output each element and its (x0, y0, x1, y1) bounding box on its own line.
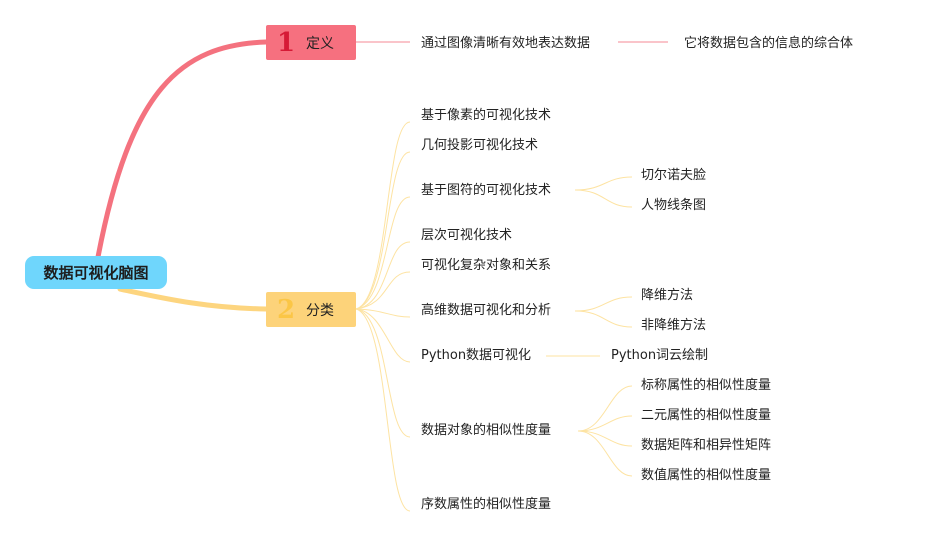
definition-label: 定义 (306, 35, 334, 52)
classification-item[interactable]: 可视化复杂对象和关系 (421, 258, 552, 273)
category-classification[interactable]: 2 分类 (266, 292, 356, 327)
similarity-sub-item[interactable]: 二元属性的相似性度量 (641, 408, 772, 423)
classification-item[interactable]: 高维数据可视化和分析 (421, 303, 552, 318)
connector-icon-sub-2 (574, 189, 633, 208)
connector-icon-sub-1 (574, 176, 633, 191)
classification-number-badge: 2 (276, 294, 296, 325)
category-definition[interactable]: 1 定义 (266, 25, 356, 60)
connector-cls-5 (355, 271, 411, 310)
classification-item[interactable]: 基于图符的可视化技术 (421, 183, 552, 198)
icon-sub-item[interactable]: 人物线条图 (641, 198, 707, 213)
connector-cls-3 (355, 196, 411, 310)
connector-cls-4 (355, 241, 411, 310)
classification-item[interactable]: 层次可视化技术 (421, 228, 513, 243)
connector-sim-sub-1 (577, 385, 633, 432)
connector-cls-7 (355, 308, 411, 363)
classification-item[interactable]: 序数属性的相似性度量 (421, 497, 552, 512)
connector-cls-1 (355, 121, 411, 310)
classification-item[interactable]: Python数据可视化 (421, 348, 532, 363)
root-node[interactable]: 数据可视化脑图 (25, 256, 167, 289)
connector-sim-sub-3 (577, 430, 633, 447)
connector-root-classification (117, 286, 269, 312)
classification-label: 分类 (306, 302, 334, 319)
connector-highdim-sub-1 (574, 296, 633, 312)
root-label: 数据可视化脑图 (43, 264, 149, 282)
classification-item[interactable]: 数据对象的相似性度量 (421, 423, 552, 438)
connector-highdim-sub-2 (574, 310, 633, 328)
definition-item[interactable]: 通过图像清晰有效地表达数据 (421, 36, 591, 51)
similarity-sub-item[interactable]: 数据矩阵和相异性矩阵 (641, 438, 772, 453)
classification-item[interactable]: 几何投影可视化技术 (421, 138, 539, 153)
highdim-sub-item[interactable]: 非降维方法 (641, 318, 707, 333)
definition-number-badge: 1 (276, 27, 296, 58)
highdim-sub-item[interactable]: 降维方法 (641, 288, 694, 303)
connector-cls-8 (355, 308, 411, 438)
connector-root-definition (95, 39, 269, 260)
python-sub-item[interactable]: Python词云绘制 (611, 348, 709, 363)
icon-sub-item[interactable]: 切尔诺夫脸 (641, 168, 707, 183)
classification-item[interactable]: 基于像素的可视化技术 (421, 108, 552, 123)
definition-sub-item[interactable]: 它将数据包含的信息的综合体 (684, 36, 854, 51)
connector-cls-2 (355, 151, 411, 310)
connector-cls-9 (355, 308, 411, 512)
connector-cls-6 (355, 308, 411, 318)
similarity-sub-item[interactable]: 数值属性的相似性度量 (641, 468, 772, 483)
similarity-sub-item[interactable]: 标称属性的相似性度量 (641, 378, 772, 393)
connector-sim-sub-4 (577, 430, 633, 477)
connector-sim-sub-2 (577, 415, 633, 432)
